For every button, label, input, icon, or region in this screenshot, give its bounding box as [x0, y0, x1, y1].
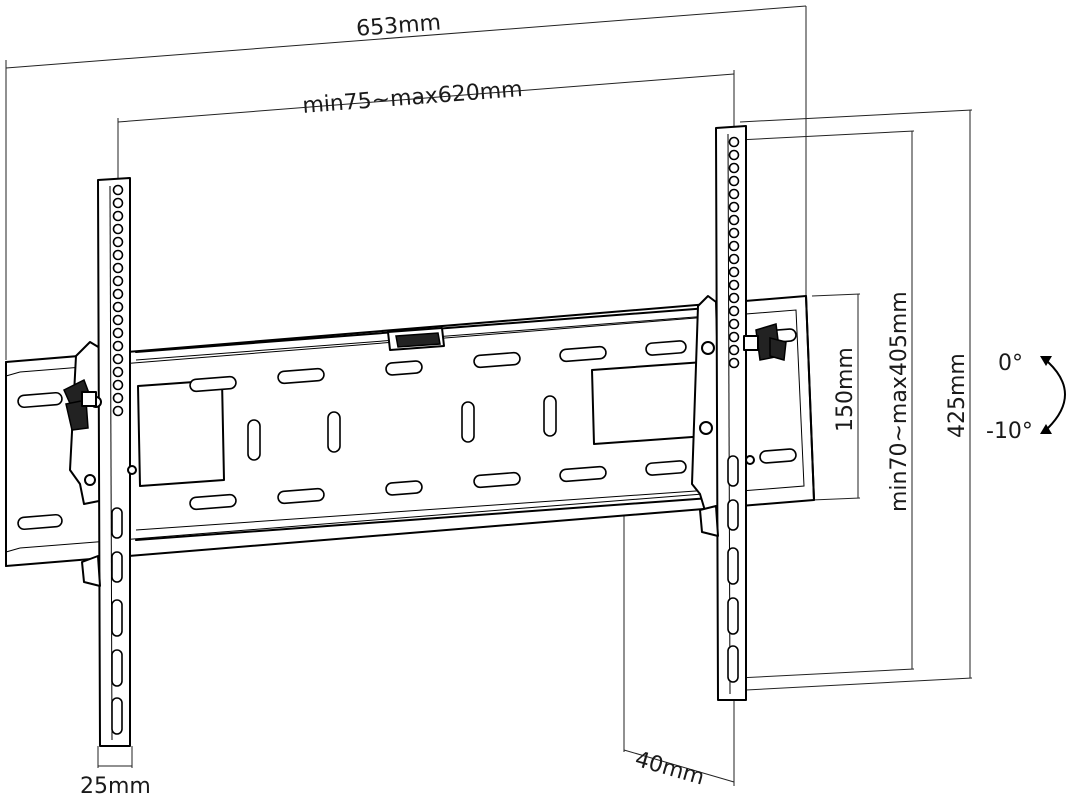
tilt-lower-label: -10° [986, 419, 1033, 444]
slots-vertical [247, 395, 557, 461]
dimension-lines [5, 5, 973, 786]
left-arm [63, 177, 137, 747]
vesa-horizontal-label: min75~max620mm [301, 77, 523, 119]
left-tilt-knob [63, 378, 97, 431]
tilt-arrow-icon [1040, 356, 1066, 434]
overall-width-label: 653mm [355, 10, 442, 41]
tilt-upper-label: 0° [998, 351, 1023, 376]
rail-height-label: 150mm [833, 347, 858, 432]
slots-lower [17, 448, 797, 531]
wall-plate [5, 295, 815, 567]
right-arm [691, 125, 787, 701]
arm-width-label: 25mm [80, 774, 151, 799]
bracket-height-label: 425mm [945, 353, 970, 438]
wall-depth-label: 40mm [632, 747, 707, 791]
vesa-vertical-label: min70~max405mm [887, 291, 912, 512]
right-tilt-knob [743, 323, 787, 361]
level-clip [387, 327, 445, 351]
left-arm-holes [112, 184, 124, 417]
slots-upper [17, 328, 797, 409]
right-arm-holes [728, 136, 740, 369]
